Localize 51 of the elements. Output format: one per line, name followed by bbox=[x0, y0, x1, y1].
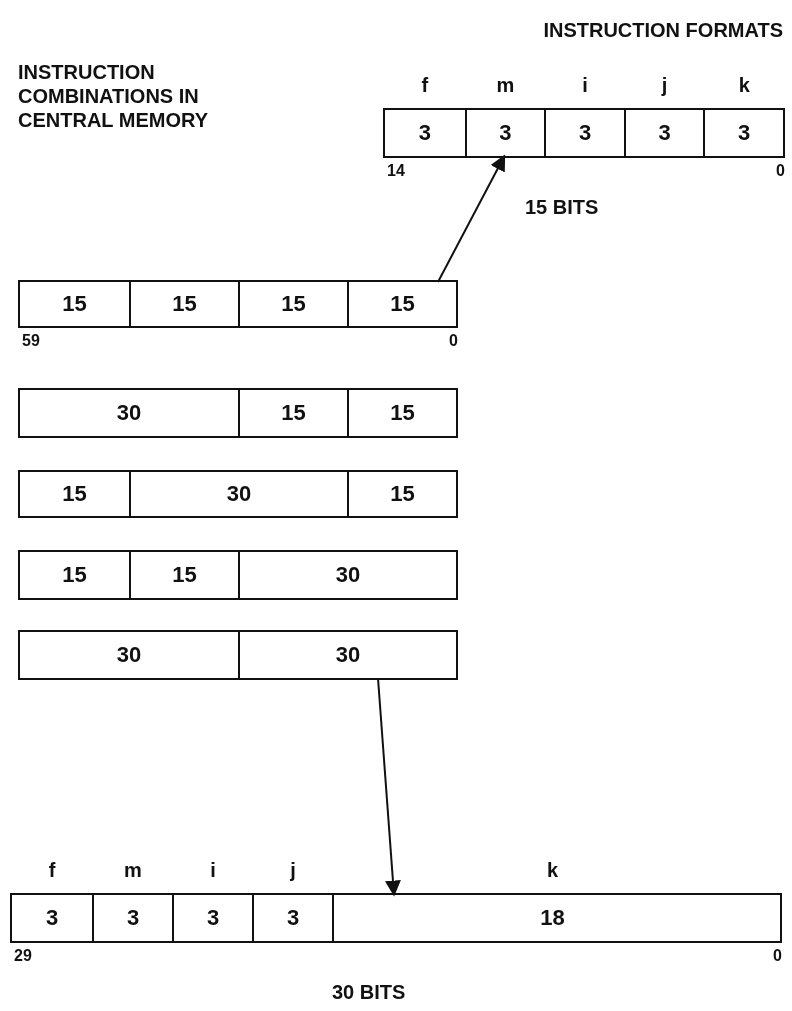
bit-count: 3 bbox=[45, 905, 59, 931]
bit-count: 30 bbox=[116, 400, 142, 426]
bit-number: 0 bbox=[776, 162, 785, 180]
heading-text: INSTRUCTION COMBINATIONS IN CENTRAL MEMORY bbox=[18, 60, 209, 132]
field-name: k bbox=[738, 74, 750, 97]
bit-count: 15 bbox=[390, 291, 415, 317]
bit-count: 3 bbox=[658, 120, 671, 146]
bit-count: 3 bbox=[418, 120, 431, 146]
bit-count: 3 bbox=[578, 120, 592, 146]
register-box bbox=[18, 388, 458, 438]
field-name: j bbox=[661, 74, 668, 97]
width-label: 15 BITS bbox=[525, 196, 599, 219]
bit-count: 15 bbox=[172, 562, 197, 588]
bit-count: 15 bbox=[390, 481, 415, 507]
bit-count: 30 bbox=[335, 642, 361, 668]
width-label: 30 BITS bbox=[332, 981, 406, 1004]
field-name: j bbox=[290, 859, 296, 882]
bit-count: 15 bbox=[62, 481, 87, 507]
bit-number: 14 bbox=[387, 162, 405, 180]
field-name: m bbox=[496, 74, 515, 97]
field-name: i bbox=[210, 859, 216, 882]
bit-number: 59 bbox=[22, 332, 40, 350]
bit-count: 15 bbox=[62, 291, 87, 317]
register-box bbox=[18, 550, 458, 600]
bit-count: 30 bbox=[226, 481, 252, 507]
field-name: f bbox=[48, 859, 56, 882]
register-box bbox=[18, 470, 458, 518]
bit-count: 15 bbox=[62, 562, 87, 588]
bit-count: 15 bbox=[281, 400, 306, 426]
bit-count: 3 bbox=[206, 905, 220, 931]
field-name: i bbox=[582, 74, 588, 97]
field-name: m bbox=[124, 859, 142, 882]
heading-text: INSTRUCTION FORMATS bbox=[542, 18, 783, 42]
bit-count: 30 bbox=[335, 562, 361, 588]
bit-count: 3 bbox=[738, 120, 751, 146]
bit-count: 15 bbox=[390, 400, 415, 426]
bit-count: 3 bbox=[286, 905, 300, 931]
register-box bbox=[18, 630, 458, 680]
field-name: f bbox=[421, 74, 429, 97]
bit-number: 0 bbox=[773, 947, 782, 965]
bit-count: 30 bbox=[116, 642, 142, 668]
bit-count: 3 bbox=[499, 120, 512, 146]
bit-count: 3 bbox=[126, 905, 140, 931]
bit-number: 29 bbox=[14, 947, 32, 965]
bit-count: 18 bbox=[540, 905, 565, 931]
field-name: k bbox=[546, 859, 559, 882]
arrow bbox=[437, 154, 506, 283]
bit-number: 0 bbox=[449, 332, 458, 350]
bit-count: 15 bbox=[172, 291, 197, 317]
arrow bbox=[377, 677, 401, 897]
bit-count: 15 bbox=[281, 291, 306, 317]
